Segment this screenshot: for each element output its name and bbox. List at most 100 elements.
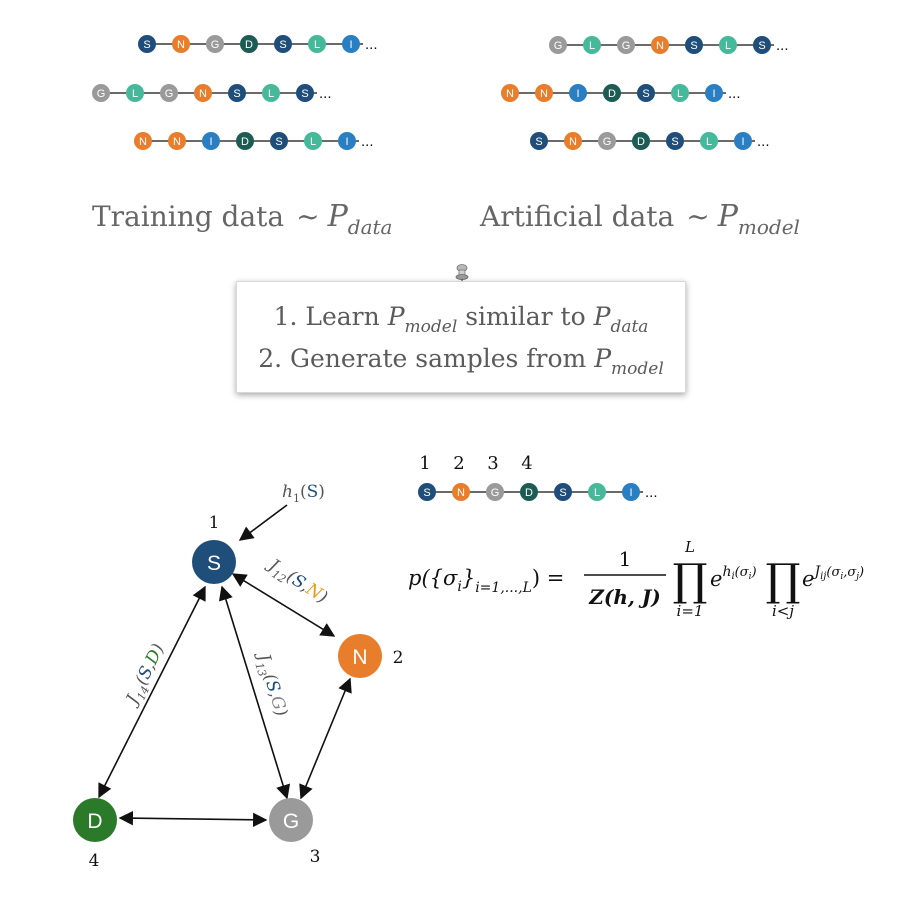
formula-numerator: 1 [619, 547, 632, 571]
svg-text:S: S [207, 552, 221, 575]
token-g [160, 84, 178, 102]
product-2-lower: i<j [772, 602, 794, 620]
field-label-h1: h1(S) [282, 482, 325, 505]
ellipsis: ... [319, 85, 332, 102]
node-index-1: 1 [209, 513, 220, 533]
steps-note: 1. Learn Pmodel similar to Pdata 2. Gene… [236, 281, 686, 393]
token-d [603, 84, 621, 102]
exponent-field-term: ehi(σi) [710, 564, 757, 591]
token-d [632, 132, 650, 150]
ellipsis: ... [361, 133, 374, 150]
token-i [622, 483, 640, 501]
field-arrow [238, 504, 288, 541]
probability-formula: p({σi}i=1,...,L) = 1 Z(h, J) L ∏ i=1 ehi… [408, 538, 864, 620]
token-letter: L [677, 88, 683, 100]
step-2: 2. Generate samples from Pmodel [258, 344, 664, 379]
token-n [501, 84, 519, 102]
svg-text:N: N [352, 646, 367, 669]
token-letter: I [349, 39, 352, 51]
token-letter: G [211, 39, 220, 51]
token-letter: N [199, 88, 207, 100]
token-i [734, 132, 752, 150]
token-letter: S [559, 487, 566, 499]
token-letter: S [690, 40, 697, 52]
token-letter: S [233, 88, 240, 100]
token-letter: G [97, 88, 106, 100]
token-g [617, 36, 635, 54]
token-letter: I [629, 487, 632, 499]
token-letter: N [177, 39, 185, 51]
token-letter: L [594, 487, 600, 499]
token-letter: N [139, 136, 147, 148]
token-g [598, 132, 616, 150]
position-index: 4 [521, 453, 532, 474]
edge-s-d [98, 585, 206, 799]
token-i [202, 132, 220, 150]
token-l [588, 483, 606, 501]
token-letter: G [165, 88, 174, 100]
exponent-coupling-term: eJij(σi,σj) [802, 564, 864, 591]
token-d [236, 132, 254, 150]
token-g [486, 483, 504, 501]
token-letter: S [279, 39, 286, 51]
ellipsis: ... [757, 133, 770, 150]
product-1-symbol: ∏ [672, 555, 707, 606]
step-1: 1. Learn Pmodel similar to Pdata [273, 302, 649, 337]
product-2-symbol: ∏ [765, 555, 800, 606]
token-i [705, 84, 723, 102]
position-index: 2 [453, 453, 464, 474]
token-letter: S [301, 88, 308, 100]
token-letter: N [569, 136, 577, 148]
ellipsis: ... [365, 36, 378, 53]
token-n [172, 35, 190, 53]
graph-node-n: N 2 [338, 634, 403, 678]
token-s [637, 84, 655, 102]
pushpin-icon [455, 264, 469, 285]
token-i [569, 84, 587, 102]
token-letter: G [491, 487, 500, 499]
token-letter: L [268, 88, 274, 100]
token-letter: L [589, 40, 595, 52]
token-l [308, 35, 326, 53]
token-n [535, 84, 553, 102]
product-1-upper: L [684, 538, 695, 556]
token-l [126, 84, 144, 102]
token-letter: D [245, 39, 253, 51]
token-l [671, 84, 689, 102]
svg-text:D: D [87, 810, 102, 833]
token-letter: N [506, 88, 514, 100]
token-letter: L [314, 39, 320, 51]
token-d [520, 483, 538, 501]
token-letter: D [637, 136, 645, 148]
token-n [651, 36, 669, 54]
token-letter: G [622, 40, 631, 52]
graph-node-g: G 3 [269, 798, 320, 867]
token-n [168, 132, 186, 150]
token-s [530, 132, 548, 150]
token-l [583, 36, 601, 54]
formula-denominator: Z(h, J) [588, 585, 660, 609]
token-letter: I [741, 136, 744, 148]
token-letter: L [310, 136, 316, 148]
token-letter: S [671, 136, 678, 148]
graph-node-s: S 1 [192, 513, 236, 584]
edge-label-j14: J14(S,D) [121, 641, 171, 711]
token-letter: I [209, 136, 212, 148]
token-letter: I [576, 88, 579, 100]
graph-node-d: D 4 [73, 798, 117, 871]
token-s [418, 483, 436, 501]
token-letter: I [712, 88, 715, 100]
ellipsis: ... [645, 484, 658, 501]
token-l [700, 132, 718, 150]
edge-label-j12: J12(S,N) [261, 554, 331, 611]
edge-s-g [218, 585, 291, 800]
token-n [452, 483, 470, 501]
product-1-lower: i=1 [677, 602, 704, 620]
